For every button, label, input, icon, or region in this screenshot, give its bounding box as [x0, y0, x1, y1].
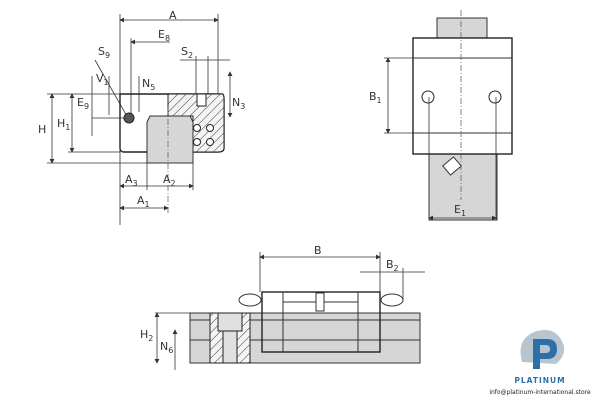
label-S9: S9 — [98, 45, 110, 60]
lube-nipple-icon — [442, 156, 462, 176]
mounting-hole-icon — [421, 90, 435, 104]
side-view: B B2 H2 N6 — [140, 244, 425, 370]
label-B2: B2 — [386, 258, 399, 273]
ball-icon — [206, 138, 214, 146]
carriage-side — [261, 291, 381, 353]
ball-icon — [206, 124, 214, 132]
label-B1: B1 — [369, 90, 382, 105]
label-E8: E8 — [158, 28, 170, 43]
label-H2: H2 — [140, 328, 153, 343]
ball-icon — [193, 138, 201, 146]
leader-S9 — [94, 59, 129, 119]
rail-profile — [146, 115, 194, 164]
contact-email: info@platinum-international.store — [489, 389, 591, 396]
ball-icon — [193, 124, 201, 132]
lube-nipple-icon — [123, 112, 135, 124]
counterbore — [217, 312, 243, 332]
label-A2: A2 — [163, 173, 176, 188]
carriage-top — [412, 37, 513, 155]
bolt-hole — [222, 330, 238, 364]
label-S2: S2 — [181, 45, 193, 60]
label-H1: H1 — [57, 117, 70, 132]
label-N5: N5 — [142, 77, 155, 92]
mounting-hole-icon — [488, 90, 502, 104]
carriage-hatched-section — [167, 93, 225, 153]
platinum-logo: PLATINUM info@platinum-international.sto… — [489, 330, 591, 396]
front-section-view: A E8 S9 S2 V1 N5 N3 E9 H1 H A3 A2 A1 — [38, 9, 245, 225]
end-seal-left-icon — [238, 293, 262, 307]
logo-p-mark — [533, 339, 557, 369]
end-seal-right-icon — [380, 293, 404, 307]
label-E1: E1 — [454, 203, 466, 218]
label-A3: A3 — [125, 173, 138, 188]
label-E9: E9 — [77, 96, 89, 111]
label-A: A — [169, 9, 177, 22]
label-N3: N3 — [232, 96, 245, 111]
label-V1: V1 — [96, 72, 109, 87]
label-H: H — [38, 123, 46, 136]
lube-port — [196, 93, 207, 107]
top-view: B1 E1 — [369, 10, 513, 221]
label-B: B — [314, 244, 322, 257]
logo-brand: PLATINUM — [514, 376, 565, 385]
label-N6: N6 — [160, 340, 173, 355]
lube-port — [315, 292, 325, 312]
rail-top — [436, 17, 488, 39]
label-A1: A1 — [137, 194, 150, 209]
